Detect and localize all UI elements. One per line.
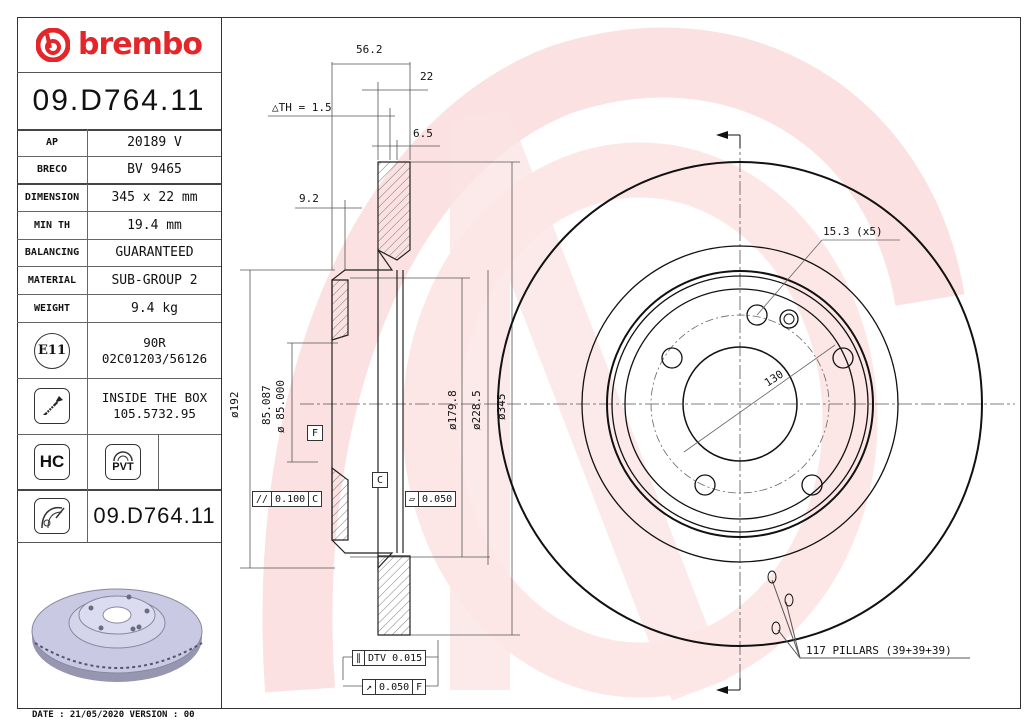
dim-thickness: 22 xyxy=(420,70,434,83)
spec-row-min-th: MIN TH 19.4 mm xyxy=(17,212,221,240)
dim-dia-228: ø228.5 xyxy=(470,390,483,430)
title-block: brembo 09.D764.11 AP 20189 V BRECO BV 94… xyxy=(17,17,222,709)
dim-dia-345: ø345 xyxy=(495,393,508,421)
spec-label: BRECO xyxy=(17,156,88,183)
dim-groove: 6.5 xyxy=(413,127,433,140)
parallelism-icon: // xyxy=(253,492,273,506)
disc-part-number: 09.D764.11 xyxy=(93,502,216,528)
spec-label: WEIGHT xyxy=(17,295,88,322)
pvt-icon-cell: PVT xyxy=(88,434,159,489)
drawing-frame xyxy=(17,17,1021,709)
certification-row: E11 90R 02C01203/56126 xyxy=(17,323,221,379)
parallel-icon: ∥ xyxy=(353,651,365,665)
screw-text: INSIDE THE BOX 105.5732.95 xyxy=(88,378,221,434)
dim-bore-upper: 85.087 xyxy=(260,385,273,425)
spec-row-weight: WEIGHT 9.4 kg xyxy=(17,295,221,323)
spec-label: BALANCING xyxy=(17,239,88,266)
datum-c: C xyxy=(372,472,388,488)
hc-icon: HC xyxy=(34,443,70,480)
parallelism-tolerance: // 0.100 C xyxy=(252,491,323,507)
tolerance-value: 0.100 xyxy=(272,492,310,506)
screw-line1: INSIDE THE BOX xyxy=(101,390,208,405)
dim-hat-offset: 9.2 xyxy=(299,192,319,205)
brake-disc-icon xyxy=(34,497,70,534)
spec-row-balancing: BALANCING GUARANTEED xyxy=(17,239,221,267)
spec-row-material: MATERIAL SUB-GROUP 2 xyxy=(17,267,221,295)
spec-value: 9.4 kg xyxy=(131,301,178,316)
certification-icon-cell: E11 xyxy=(17,323,88,378)
tolerance-value: 0.050 xyxy=(376,680,414,694)
pvt-label: PVT xyxy=(112,460,134,473)
dim-bolt-holes: 15.3 (x5) xyxy=(823,225,883,238)
tolerance-datum: C xyxy=(312,493,319,505)
spec-value: GUARANTEED xyxy=(115,245,194,260)
brand-name: brembo xyxy=(78,27,203,62)
datum-f: F xyxy=(307,425,323,441)
spec-value: 19.4 mm xyxy=(127,218,182,233)
pillars-note: 117 PILLARS (39+39+39) xyxy=(806,644,952,657)
pvt-icon: PVT xyxy=(105,443,141,480)
dim-overall-width: 56.2 xyxy=(356,43,383,56)
e11-approval-icon: E11 xyxy=(34,332,70,369)
features-row: HC PVT xyxy=(17,434,221,491)
brand-logo: brembo xyxy=(17,17,221,73)
dtv-tolerance: ∥ DTV 0.015 xyxy=(352,650,427,666)
hc-icon-cell: HC xyxy=(17,434,88,489)
screw-icon xyxy=(34,388,70,424)
spec-row-breco: BRECO BV 9465 xyxy=(17,156,221,185)
dim-delta-th: △TH = 1.5 xyxy=(272,101,332,114)
runout-tolerance: ↗ 0.050 F xyxy=(362,679,427,695)
spec-value: 20189 V xyxy=(127,135,182,150)
dim-dia-179: ø179.8 xyxy=(446,390,459,430)
flatness-icon: ▱ xyxy=(406,492,420,506)
part-number: 09.D764.11 xyxy=(17,72,221,131)
spec-label: AP xyxy=(17,129,88,156)
spec-value: BV 9465 xyxy=(127,162,182,177)
disc-3d-render xyxy=(17,542,221,710)
spec-value: SUB-GROUP 2 xyxy=(111,273,198,288)
disc-icon-cell xyxy=(17,489,88,542)
spec-value: 345 x 22 mm xyxy=(111,190,198,205)
certification-text: 90R 02C01203/56126 xyxy=(88,323,221,378)
date-version: DATE : 21/05/2020 VERSION : 00 xyxy=(32,710,195,720)
spec-row-ap: AP 20189 V xyxy=(17,129,221,157)
spec-label: MATERIAL xyxy=(17,267,88,294)
tolerance-value: 0.050 xyxy=(422,493,453,505)
brembo-logo-icon xyxy=(36,27,71,62)
screw-row: INSIDE THE BOX 105.5732.95 xyxy=(17,378,221,435)
spec-label: DIMENSION xyxy=(17,184,88,211)
screw-icon-cell xyxy=(17,378,88,434)
spec-label: MIN TH xyxy=(17,212,88,239)
tolerance-value: DTV 0.015 xyxy=(368,652,423,664)
certification-line1: 90R xyxy=(143,334,166,350)
certification-line2: 02C01203/56126 xyxy=(101,350,208,366)
dim-bore-lower: ø 85.000 xyxy=(274,380,287,433)
flatness-tolerance: ▱ 0.050 xyxy=(405,491,457,507)
runout-icon: ↗ xyxy=(363,680,377,694)
spec-row-dimension: DIMENSION 345 x 22 mm xyxy=(17,184,221,212)
tolerance-datum: F xyxy=(416,681,423,693)
dim-dia-192: ø192 xyxy=(228,391,241,419)
screw-line2: 105.5732.95 xyxy=(113,406,196,421)
